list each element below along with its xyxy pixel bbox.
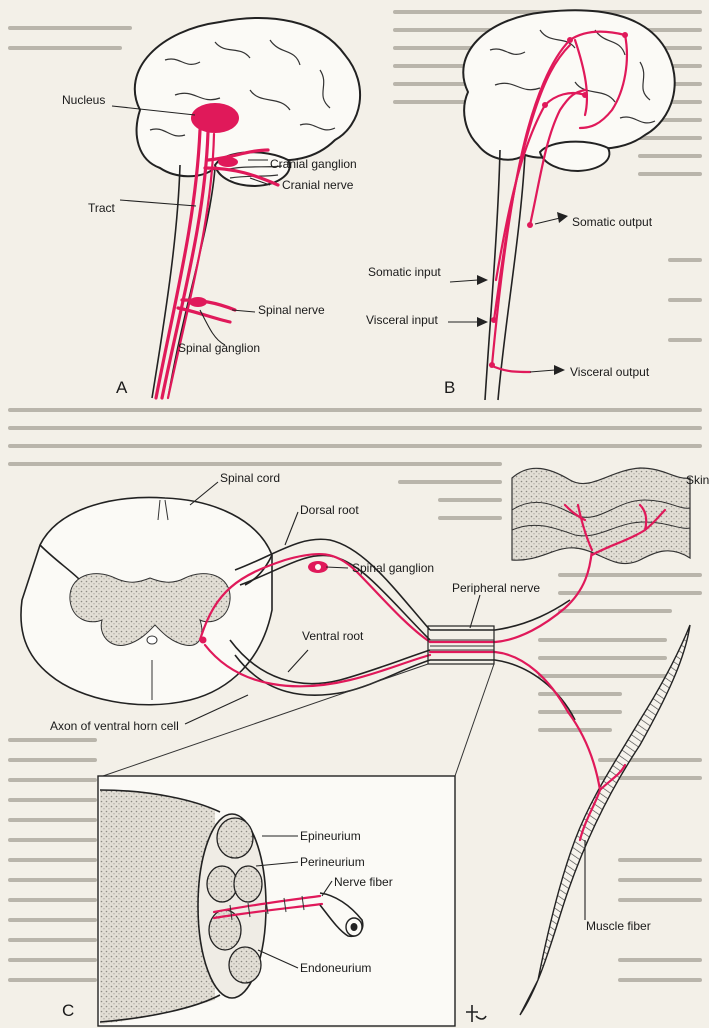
label-nucleus: Nucleus [62, 93, 105, 107]
label-endoneurium: Endoneurium [300, 961, 371, 975]
panel-a-letter: A [116, 378, 128, 397]
label-spinal-cord: Spinal cord [220, 471, 280, 485]
skin-patch [512, 468, 690, 564]
nucleus-shape [191, 103, 239, 133]
label-axon-ventral-horn: Axon of ventral horn cell [50, 719, 179, 733]
label-skin: Skin [686, 473, 709, 487]
panel-c-letter: C [62, 1001, 74, 1020]
label-peripheral-nerve: Peripheral nerve [452, 581, 540, 595]
label-somatic-input: Somatic input [368, 265, 441, 279]
label-epineurium: Epineurium [300, 829, 361, 843]
label-perineurium: Perineurium [300, 855, 365, 869]
artist-signature [466, 1005, 486, 1022]
nerve-segment-box [428, 626, 494, 664]
label-spinal-ganglion: Spinal ganglion [178, 341, 260, 355]
label-muscle-fiber: Muscle fiber [586, 919, 651, 933]
label-somatic-output: Somatic output [572, 215, 653, 229]
label-visceral-input: Visceral input [366, 313, 438, 327]
panel-b: Somatic output Somatic input Visceral in… [366, 10, 675, 400]
label-spinal-ganglion-c: Spinal ganglion [352, 561, 434, 575]
label-nerve-fiber: Nerve fiber [334, 875, 393, 889]
panel-b-letter: B [444, 378, 455, 397]
label-ventral-root: Ventral root [302, 629, 364, 643]
label-spinal-nerve: Spinal nerve [258, 303, 325, 317]
label-cranial-nerve: Cranial nerve [282, 178, 354, 192]
label-cranial-ganglion: Cranial ganglion [270, 157, 357, 171]
label-dorsal-root: Dorsal root [300, 503, 359, 517]
label-tract: Tract [88, 201, 116, 215]
panel-a: Nucleus Cranial ganglion Cranial nerve T… [62, 18, 360, 398]
label-visceral-output: Visceral output [570, 365, 650, 379]
panel-c: Spinal cord Dorsal root Spinal ganglion … [21, 468, 709, 1026]
